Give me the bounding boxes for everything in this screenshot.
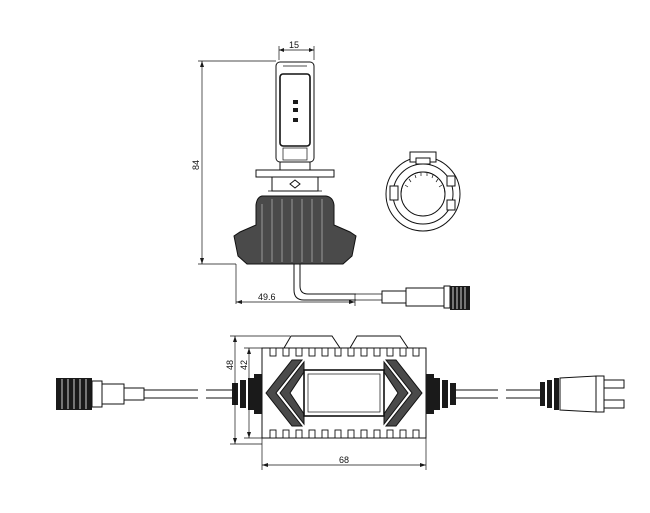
dim-label-driver-outer-height: 48 — [225, 360, 235, 370]
dim-label-driver-width: 68 — [339, 455, 349, 465]
driver-label-window — [303, 369, 385, 417]
dim-label-bulb-width: 15 — [289, 40, 299, 50]
screw-connector-left — [56, 378, 145, 410]
bulb-collar — [255, 161, 335, 192]
dimension-driver-inner-height: 42 — [239, 347, 262, 439]
grommet-right — [426, 374, 456, 414]
dimension-cable-length: 49.6 — [235, 264, 356, 306]
base-top-view — [385, 151, 461, 232]
driver-cable-right — [456, 389, 540, 399]
driver-chevrons — [265, 359, 423, 427]
dim-label-bulb-height: 84 — [191, 160, 201, 170]
driver-box — [261, 335, 427, 439]
grommet-left — [232, 374, 262, 414]
led-chip-head — [275, 61, 315, 163]
dimension-bulb-width: 15 — [278, 40, 315, 60]
dimension-driver-outer-height: 48 — [225, 335, 290, 445]
dim-label-driver-inner-height: 42 — [239, 360, 249, 370]
bulb-side-view: 15 84 — [191, 40, 470, 310]
dim-label-cable-length: 49.6 — [258, 292, 276, 302]
bulb-cable — [293, 264, 470, 310]
dimension-driver-width: 68 — [261, 438, 427, 470]
driver-assembly: 48 42 68 — [56, 335, 625, 470]
driver-cable-left — [144, 389, 232, 399]
dimension-bulb-height: 84 — [191, 60, 276, 265]
screw-connector-top — [450, 286, 470, 310]
heatsink — [233, 195, 357, 265]
h7-plug — [540, 375, 625, 413]
